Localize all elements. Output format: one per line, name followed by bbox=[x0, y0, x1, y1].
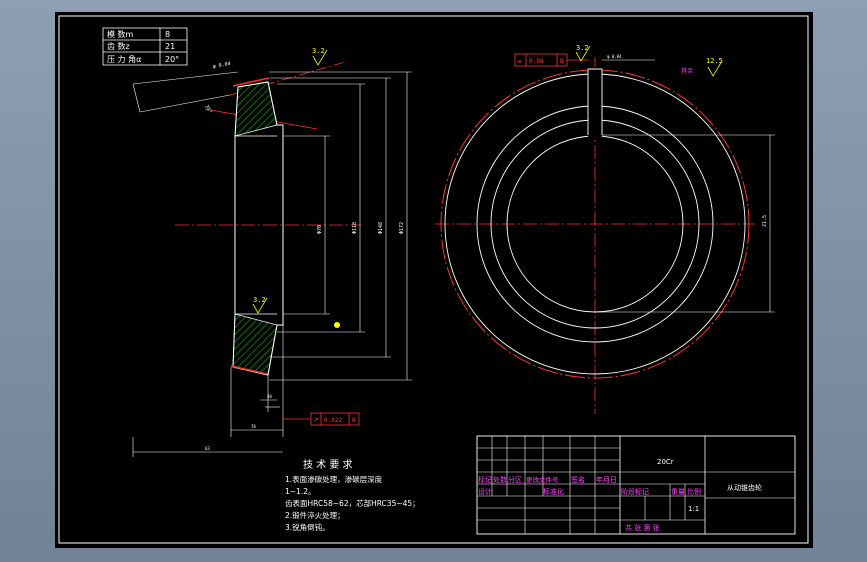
tb-scale-value: 1:1 bbox=[688, 505, 699, 513]
dim-width-small: 30 bbox=[267, 394, 272, 399]
dim-outer: Φ172 bbox=[399, 222, 405, 234]
dim-bore: Φ70 bbox=[317, 225, 323, 234]
param-pressure-value: 20° bbox=[165, 55, 179, 64]
dim-keyway: 21.5 bbox=[762, 215, 768, 227]
tb-header-zone: 分区 bbox=[508, 475, 522, 484]
dim-taper-angle: 35° bbox=[203, 104, 213, 115]
tech-req-line-1: 1.表面渗碳处理，渗碳层深度 bbox=[285, 474, 383, 484]
param-teeth-label: 齿 数z bbox=[107, 41, 130, 51]
roughness-rest-label: 其余 bbox=[681, 67, 693, 75]
dim-mid: Φ148 bbox=[378, 222, 384, 234]
tech-requirements: 技 术 要 求 1.表面渗碳处理，渗碳层深度 1~1.2。 齿表面HRC58~6… bbox=[285, 458, 420, 532]
datum-marker bbox=[334, 322, 340, 328]
tol-right-value: 0.08 bbox=[529, 58, 544, 65]
tolerance-frame-left bbox=[310, 412, 360, 426]
tooth-tip-top bbox=[232, 77, 270, 87]
svg-text:3.2: 3.2 bbox=[253, 296, 266, 304]
parameter-table: 模 数m 8 齿 数z 21 压 力 角α 20° bbox=[102, 27, 188, 66]
tol-left-symbol: ↗ bbox=[313, 416, 319, 424]
tooth-tip-bottom bbox=[230, 365, 268, 375]
svg-text:3.2: 3.2 bbox=[576, 44, 589, 52]
roughness-symbol-2: 3.2 bbox=[252, 296, 268, 314]
dim-width-hub: 70 bbox=[251, 424, 256, 429]
tb-standard: 标准化 bbox=[543, 487, 564, 496]
cad-viewport[interactable]: 模 数m 8 齿 数z 21 压 力 角α 20° φ 0.04 35° bbox=[55, 12, 813, 548]
dim-cone-top: φ 0.04 bbox=[212, 61, 231, 70]
keyway bbox=[587, 68, 603, 135]
tb-sheets: 共 张 第 张 bbox=[625, 523, 660, 532]
tb-header-sign: 签名 bbox=[571, 475, 585, 484]
svg-text:12.5: 12.5 bbox=[706, 57, 723, 65]
param-pressure-label: 压 力 角α bbox=[107, 54, 141, 64]
tb-scale-label: 比例 bbox=[687, 487, 701, 496]
tech-req-line-3: 齿表面HRC58~62，芯部HRC35~45； bbox=[285, 498, 420, 508]
svg-text:3.2: 3.2 bbox=[312, 47, 325, 55]
gear-section-view: φ 0.04 35° Φ70 Φ118 Φ148 Φ172 30 70 63 bbox=[132, 47, 412, 457]
tb-weight-label: 重量 bbox=[671, 488, 685, 496]
dim-cone-right: φ 0.04 bbox=[607, 54, 622, 59]
title-part-name: 从动锥齿轮 bbox=[727, 483, 762, 492]
tb-header-doc: 更改文件号 bbox=[526, 475, 559, 484]
dim-hub: Φ118 bbox=[352, 222, 358, 234]
tb-designer: 设计 bbox=[478, 487, 492, 496]
tb-header-mark: 标记 bbox=[478, 475, 492, 484]
drawing-frame bbox=[58, 15, 809, 544]
tol-right-symbol: ⌯ bbox=[517, 57, 523, 65]
param-teeth-value: 21 bbox=[165, 42, 175, 51]
tb-header-date: 年月日 bbox=[596, 475, 617, 484]
pitch-circle bbox=[440, 69, 750, 379]
title-block: 20Cr 从动锥齿轮 标记 处数 分区 更改文件号 签名 年月日 设计 标准化 … bbox=[476, 435, 796, 535]
tech-req-line-4: 2.锻件淬火处理； bbox=[285, 510, 345, 520]
tech-req-title: 技 术 要 求 bbox=[303, 458, 353, 471]
tooth-section-top bbox=[234, 81, 278, 137]
roughness-symbol-3: 3.2 bbox=[575, 44, 591, 62]
dim-length-total: 63 bbox=[205, 446, 210, 451]
param-module-label: 模 数m bbox=[107, 29, 134, 39]
roughness-symbol-rest: 12.5 其余 bbox=[681, 57, 723, 77]
tol-left-value: 0.022 bbox=[324, 417, 342, 424]
tooth-section-bottom bbox=[232, 313, 278, 376]
gear-drawing: 模 数m 8 齿 数z 21 压 力 角α 20° φ 0.04 35° bbox=[58, 15, 809, 544]
roughness-symbol-1: 3.2 bbox=[312, 47, 328, 66]
tol-left-datum: B bbox=[352, 417, 356, 424]
param-module-value: 8 bbox=[165, 30, 170, 39]
tech-req-line-2: 1~1.2。 bbox=[285, 487, 315, 496]
title-material: 20Cr bbox=[657, 458, 674, 466]
gear-front-view: 21.5 ⌯ 0.08 B φ 0.04 3.2 12.5 其余 bbox=[435, 44, 775, 414]
tb-header-count: 处数 bbox=[493, 475, 507, 484]
tech-req-line-5: 3.锐角倒钝。 bbox=[285, 522, 330, 532]
tb-stage-label: 阶段标记 bbox=[621, 487, 649, 496]
tol-right-datum: B bbox=[560, 58, 564, 65]
